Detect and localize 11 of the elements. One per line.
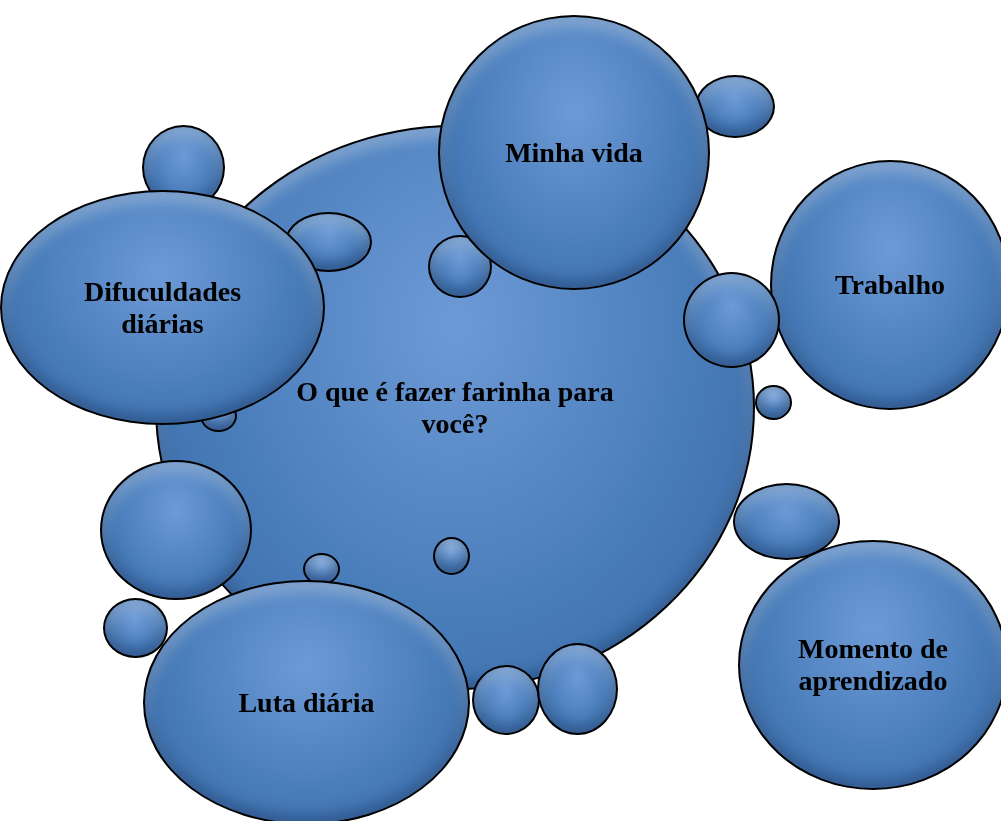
- bubble: [472, 665, 540, 735]
- bubble-label: Momento de aprendizado: [796, 633, 950, 697]
- bubble-label: Difuculdades diárias: [82, 275, 243, 340]
- bubble: [428, 235, 492, 298]
- bubble-label: Luta diária: [237, 686, 376, 719]
- bubble-label: Trabalho: [834, 269, 946, 301]
- bubble: [755, 385, 792, 420]
- bubble-label: O que é fazer farinha para você?: [295, 375, 615, 440]
- bubble: [433, 537, 470, 575]
- bubble-label: Minha vida: [504, 136, 644, 169]
- bubble: [103, 598, 168, 658]
